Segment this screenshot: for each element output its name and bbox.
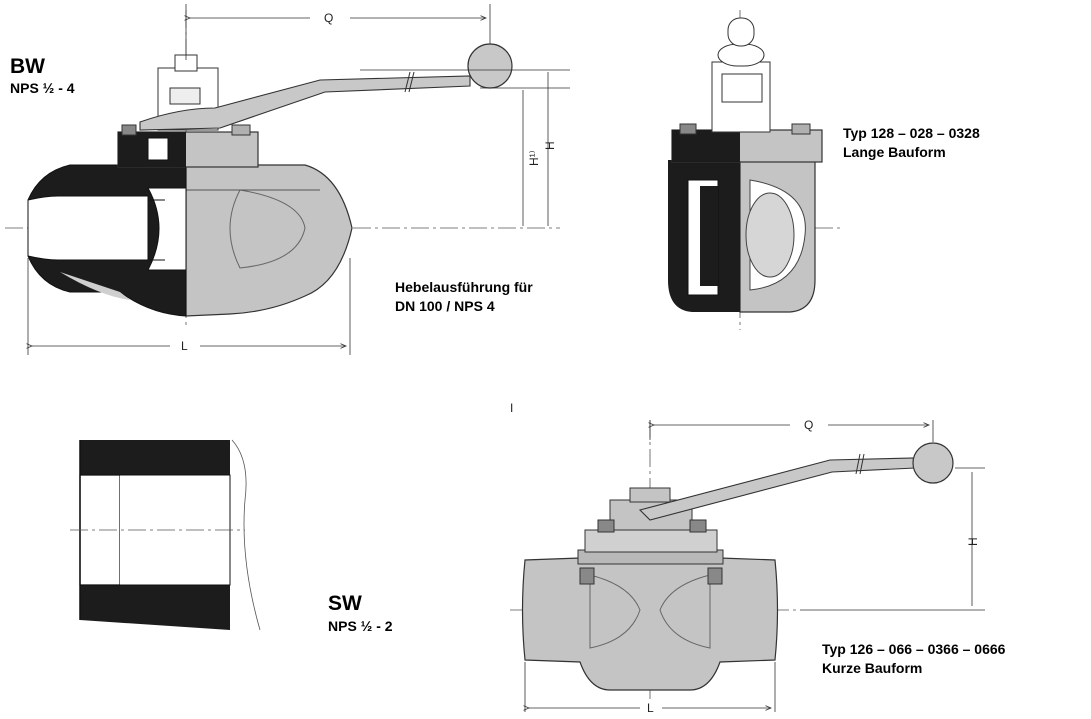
dim-l-bottom: L (647, 701, 654, 715)
sw-size-range: NPS ½ - 2 (328, 618, 393, 634)
lever-note: Hebelausführung für DN 100 / NPS 4 (395, 278, 533, 316)
dim-l-top: L (181, 339, 188, 353)
sw-socket-detail (70, 439, 261, 631)
bw-size-range: NPS ½ - 4 (10, 80, 75, 96)
dim-h1: H¹⁾ (527, 150, 541, 166)
short-type-form: Kurze Bauform (822, 660, 923, 676)
long-type-number: Typ 128 – 028 – 0328 (843, 125, 980, 141)
long-type-form: Lange Bauform (843, 144, 946, 160)
bw-title: BW (10, 55, 45, 78)
short-type-number: Typ 126 – 066 – 0366 – 0666 (822, 641, 1006, 657)
dim-h-bottom: H (966, 537, 980, 546)
lever-note-line2: DN 100 / NPS 4 (395, 298, 495, 314)
sw-title: SW (328, 592, 362, 615)
dim-tick-mark: I (510, 401, 513, 415)
dim-q-top: Q (324, 11, 333, 25)
bw-valve-front-view (668, 10, 840, 330)
bw-valve-side-view: Q H¹⁾ H L (5, 4, 570, 355)
long-type-label: Typ 128 – 028 – 0328 Lange Bauform (843, 124, 980, 162)
short-type-label: Typ 126 – 066 – 0366 – 0666 Kurze Baufor… (822, 640, 1005, 678)
dim-q-bottom: Q (804, 418, 813, 432)
lever-note-line1: Hebelausführung für (395, 279, 533, 295)
sw-valve-side-view: Q H L I (510, 401, 985, 715)
dim-h-top: H (543, 141, 557, 150)
